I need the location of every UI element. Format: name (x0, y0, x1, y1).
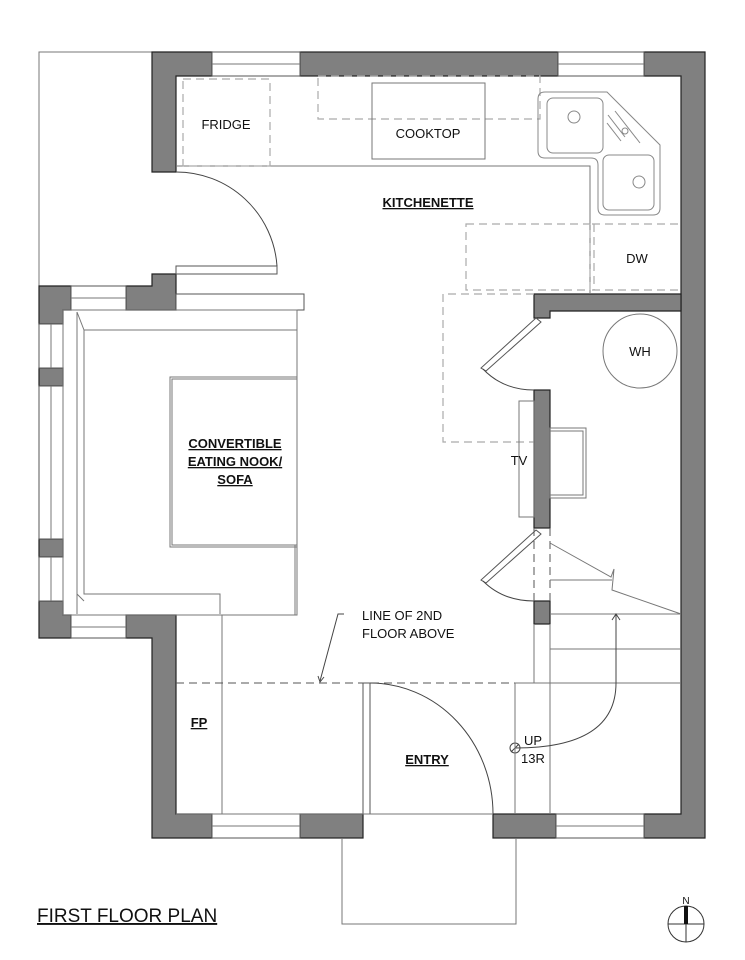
second-floor-label-2: FLOOR ABOVE (362, 626, 455, 641)
eating-nook-bench (62, 293, 305, 616)
second-floor-label-1: LINE OF 2ND (362, 608, 442, 623)
entry-stoop (341, 838, 517, 925)
entry-door (176, 682, 516, 815)
exterior-walls (38, 51, 706, 839)
corner-sink (537, 91, 661, 216)
drawing-title: FIRST FLOOR PLAN (37, 906, 217, 927)
kitchen-counters (176, 75, 681, 443)
stair (480, 528, 682, 814)
fridge-label: FRIDGE (201, 117, 250, 132)
nook-label-3: SOFA (217, 472, 253, 487)
nook-label-2: EATING NOOK/ (188, 454, 283, 469)
windows (38, 51, 645, 839)
kitchen-side-door (175, 171, 278, 275)
stair-risers-label: 13R (521, 751, 545, 766)
dw-label: DW (626, 251, 648, 266)
tv-label: TV (511, 453, 528, 468)
north-arrow-icon: N (667, 896, 705, 943)
nook-label-1: CONVERTIBLE (188, 436, 282, 451)
cooktop-label: COOKTOP (396, 126, 461, 141)
labels: FRIDGE COOKTOP KITCHENETTE DW WH TV CONV… (37, 117, 651, 927)
stair-up-label: UP (524, 733, 542, 748)
water-heater (602, 313, 678, 389)
utility-door (480, 317, 542, 391)
kitchenette-label: KITCHENETTE (383, 195, 474, 210)
entry-label: ENTRY (405, 752, 449, 767)
site-outline (38, 51, 152, 286)
wh-label: WH (629, 344, 651, 359)
second-floor-line (176, 613, 515, 684)
tv-unit (518, 400, 587, 518)
fp-label: FP (191, 715, 208, 730)
north-label: N (682, 896, 689, 907)
